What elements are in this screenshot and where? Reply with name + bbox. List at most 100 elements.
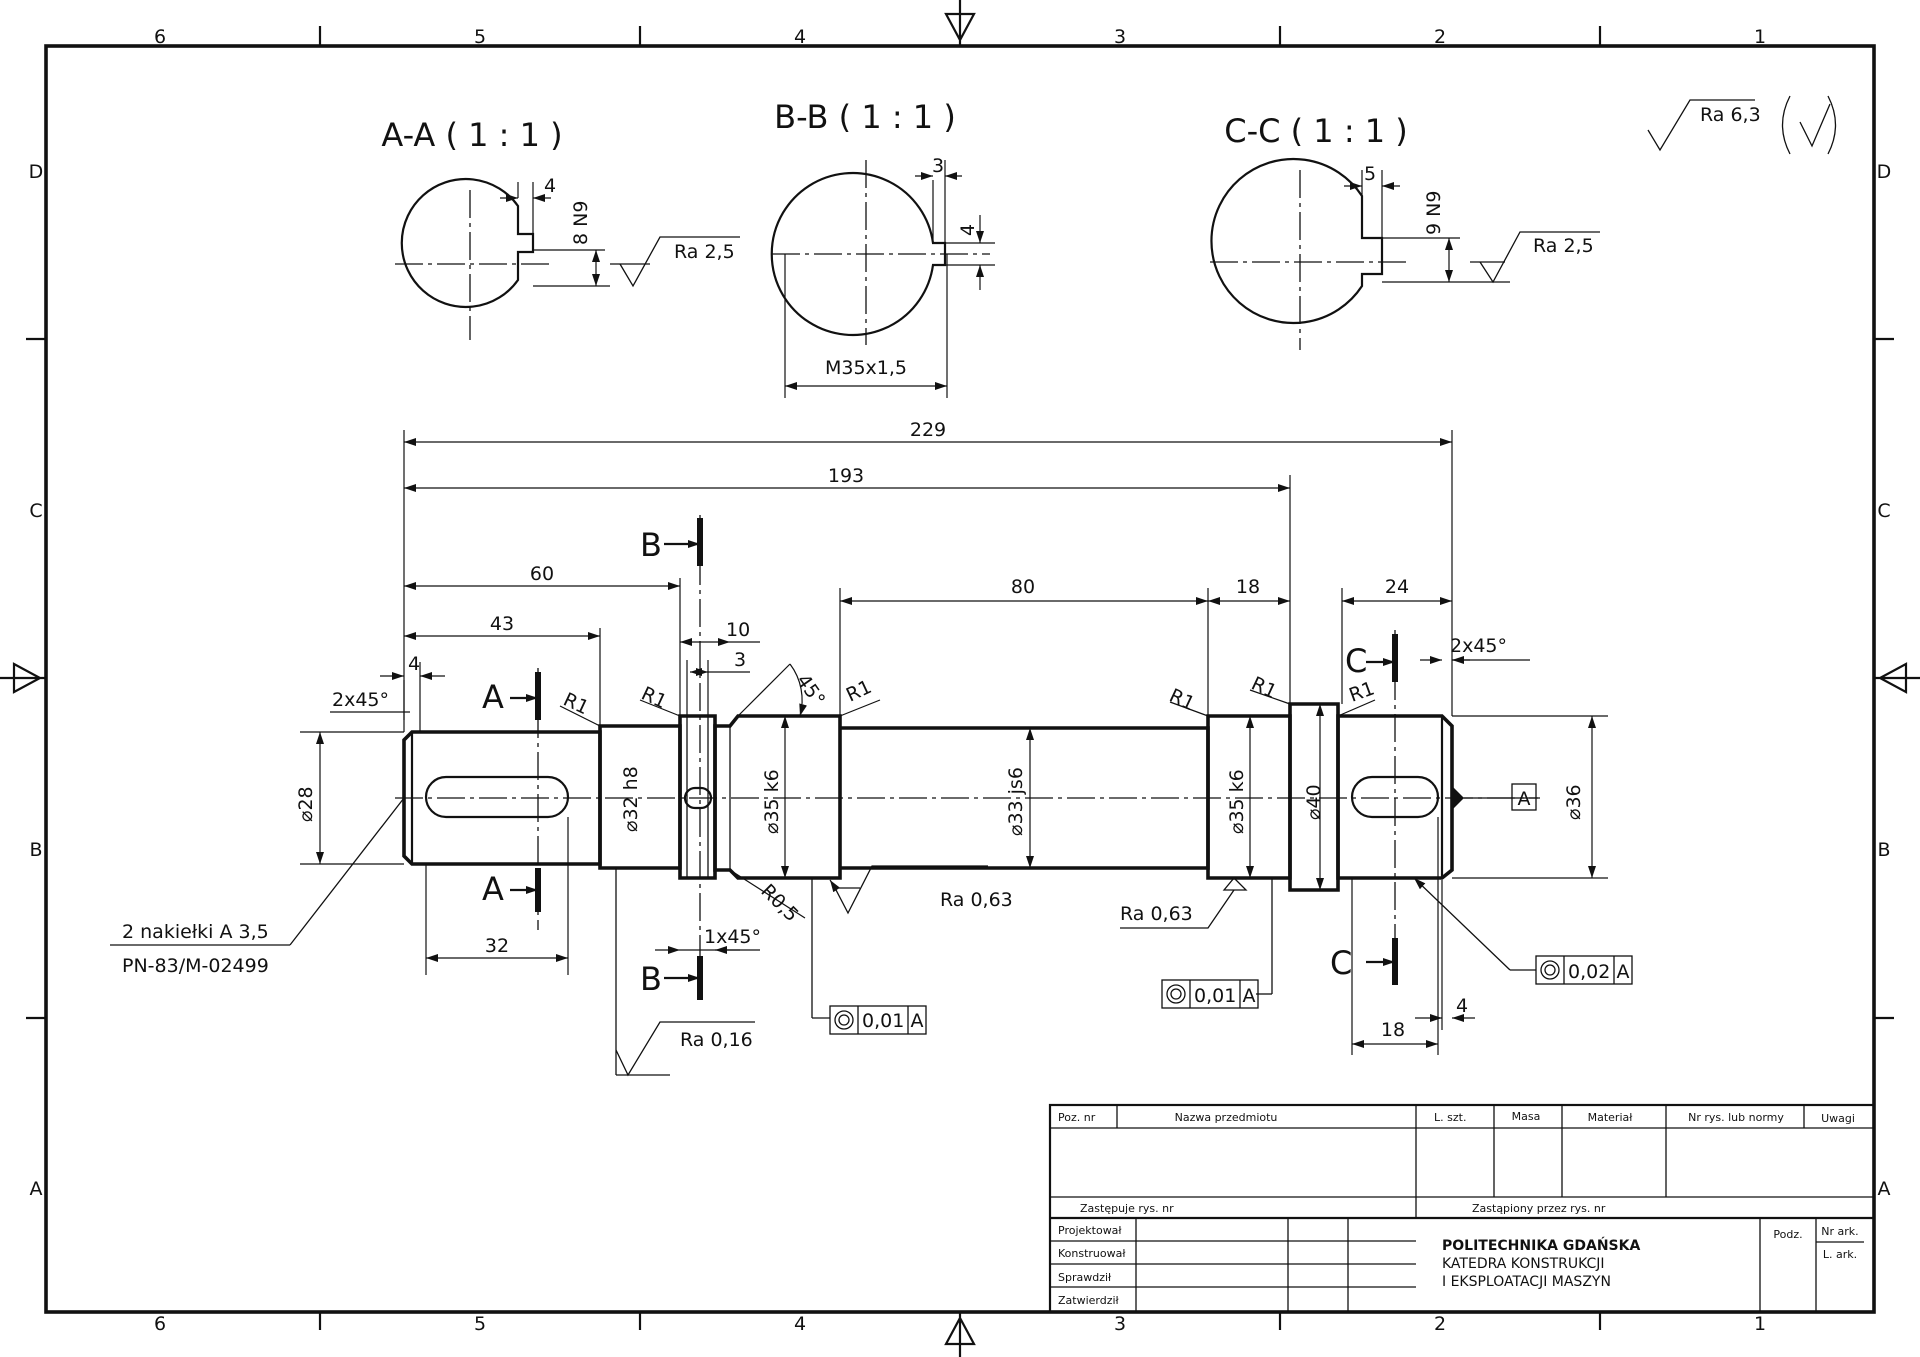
grid-row-d-right: D bbox=[1877, 161, 1892, 183]
tb-department-2: I EKSPLOATACJI MASZYN bbox=[1442, 1274, 1611, 1290]
dia-40: ⌀40 bbox=[1303, 784, 1325, 820]
dim-18-bottom: 18 bbox=[1381, 1019, 1405, 1041]
tb-nr-ark: Nr ark. bbox=[1821, 1225, 1858, 1238]
section-a-a-title: A-A ( 1 : 1 ) bbox=[381, 116, 562, 154]
dim-18: 18 bbox=[1236, 576, 1260, 598]
grid-col-3-bottom: 3 bbox=[1114, 1313, 1126, 1335]
geometric-tolerances: 0,01 A 0,01 A 0,02 A bbox=[811, 877, 1633, 1035]
section-mark-b-top: B bbox=[640, 526, 662, 564]
grid-row-b: B bbox=[29, 839, 42, 861]
tb-header-uwagi: Uwagi bbox=[1821, 1112, 1855, 1125]
dim-24: 24 bbox=[1385, 576, 1409, 598]
dim-32: 32 bbox=[485, 935, 509, 957]
dim-43: 43 bbox=[490, 613, 514, 635]
tb-header-masa: Masa bbox=[1512, 1110, 1541, 1123]
b-b-slot-depth: 4 bbox=[957, 224, 979, 236]
roughness-063-b: Ra 0,63 bbox=[1120, 903, 1193, 925]
tolerance-3-value: 0,02 bbox=[1568, 961, 1610, 983]
section-mark-a-bottom: A bbox=[482, 870, 504, 908]
tb-institution: POLITECHNIKA GDAŃSKA bbox=[1442, 1236, 1640, 1254]
tb-role-konstruowal: Konstruował bbox=[1058, 1247, 1126, 1260]
grid-row-c: C bbox=[29, 500, 42, 522]
grid-row-a-right: A bbox=[1878, 1178, 1891, 1200]
grid-col-6-bottom: 6 bbox=[154, 1313, 166, 1335]
tb-role-zatwierdzil: Zatwierdził bbox=[1058, 1294, 1120, 1307]
c-c-roughness: Ra 2,5 bbox=[1533, 235, 1594, 257]
b-b-slot-width: 3 bbox=[932, 155, 944, 177]
dim-3: 3 bbox=[734, 649, 746, 671]
grid-row-c-right: C bbox=[1877, 500, 1890, 522]
dia-28: ⌀28 bbox=[295, 786, 317, 822]
grid-row-a: A bbox=[30, 1178, 43, 1200]
dia-35-a: ⌀35 k6 bbox=[761, 769, 783, 834]
radius-05: R0,5 bbox=[756, 880, 802, 926]
dia-32: ⌀32 h8 bbox=[620, 766, 642, 832]
title-block: Poz. nr Nazwa przedmiotu L. szt. Masa Ma… bbox=[1048, 1103, 1876, 1314]
roughness-016: Ra 0,16 bbox=[680, 1029, 753, 1051]
radius-3: R1 bbox=[843, 676, 875, 707]
tb-header-material: Materiał bbox=[1588, 1111, 1634, 1124]
note-line-1: 2 nakiełki A 3,5 bbox=[122, 921, 269, 943]
tb-role-projektowal: Projektował bbox=[1058, 1224, 1122, 1237]
c-c-key-width: 5 bbox=[1364, 163, 1376, 185]
datum-a-label: A bbox=[1518, 788, 1531, 810]
tb-header-poz: Poz. nr bbox=[1058, 1111, 1096, 1124]
a-a-roughness: Ra 2,5 bbox=[674, 241, 735, 263]
grid-col-5: 5 bbox=[474, 26, 486, 48]
grid-col-1: 1 bbox=[1754, 26, 1766, 48]
tb-header-nazwa: Nazwa przedmiotu bbox=[1175, 1111, 1278, 1124]
section-mark-a-top: A bbox=[482, 678, 504, 716]
tb-role-sprawdzil: Sprawdził bbox=[1058, 1271, 1112, 1284]
tolerance-2-value: 0,01 bbox=[1194, 985, 1236, 1007]
a-a-key-depth: 8 N9 bbox=[570, 201, 592, 245]
chamfer-left: 2x45° bbox=[332, 689, 389, 711]
radius-6: R1 bbox=[1346, 677, 1377, 706]
dim-4-bottom: 4 bbox=[1456, 995, 1468, 1017]
dim-10: 10 bbox=[726, 619, 750, 641]
grid-col-1-bottom: 1 bbox=[1754, 1313, 1766, 1335]
grid-col-2: 2 bbox=[1434, 26, 1446, 48]
shaft-chamfers: 2x45° 2x45° 1x45° 45° bbox=[330, 635, 1530, 954]
grid-col-6: 6 bbox=[154, 26, 166, 48]
shaft-view: A A A B B C C bbox=[395, 515, 1540, 1000]
tolerance-3-datum: A bbox=[1617, 961, 1630, 983]
dim-4-left: 4 bbox=[408, 653, 420, 675]
tb-zastepuje: Zastępuje rys. nr bbox=[1080, 1202, 1174, 1215]
a-a-key-width: 4 bbox=[544, 175, 556, 197]
drawing-frame bbox=[26, 26, 1894, 1330]
dia-36: ⌀36 bbox=[1563, 784, 1585, 820]
section-c-c-title: C-C ( 1 : 1 ) bbox=[1224, 112, 1408, 150]
chamfer-right: 2x45° bbox=[1450, 635, 1507, 657]
dia-33: ⌀33 js6 bbox=[1005, 767, 1027, 836]
grid-row-d: D bbox=[29, 161, 44, 183]
section-mark-c-bottom: C bbox=[1330, 944, 1352, 982]
radius-1: R1 bbox=[560, 689, 592, 720]
tb-department-1: KATEDRA KONSTRUKCJI bbox=[1442, 1256, 1605, 1272]
shaft-diameters: ⌀28 ⌀32 h8 ⌀35 k6 ⌀33 js6 ⌀35 k6 ⌀40 ⌀36 bbox=[295, 704, 1608, 890]
tb-podz: Podz. bbox=[1773, 1228, 1802, 1241]
section-b-b-title: B-B ( 1 : 1 ) bbox=[774, 98, 956, 136]
tolerance-1-datum: A bbox=[911, 1010, 924, 1032]
dim-193: 193 bbox=[828, 465, 864, 487]
tolerance-1-value: 0,01 bbox=[862, 1010, 904, 1032]
section-a-a: A-A ( 1 : 1 ) 4 8 N9 Ra 2,5 bbox=[381, 116, 740, 340]
grid-labels: 6 5 4 3 2 1 6 5 4 3 2 1 D C B A D C B A bbox=[29, 26, 1892, 1335]
general-roughness-symbol: Ra 6,3 bbox=[1647, 95, 1837, 155]
section-b-b: B-B ( 1 : 1 ) 3 4 M35x1,5 bbox=[770, 98, 995, 398]
tolerance-2-datum: A bbox=[1243, 985, 1256, 1007]
grid-col-4-bottom: 4 bbox=[794, 1313, 806, 1335]
section-c-c: C-C ( 1 : 1 ) 5 9 N9 Ra 2,5 bbox=[1210, 112, 1600, 350]
grid-col-2-bottom: 2 bbox=[1434, 1313, 1446, 1335]
roughness-063-a: Ra 0,63 bbox=[940, 889, 1013, 911]
tb-l-ark: L. ark. bbox=[1823, 1248, 1857, 1261]
dim-60: 60 bbox=[530, 563, 554, 585]
c-c-key-depth: 9 N9 bbox=[1423, 191, 1445, 235]
center-hole-note: 2 nakiełki A 3,5 PN-83/M-02499 bbox=[110, 797, 405, 977]
tb-header-norm: Nr rys. lub normy bbox=[1688, 1111, 1784, 1124]
shaft-roughness: Ra 0,63 Ra 0,63 Ra 0,16 bbox=[615, 865, 1248, 1077]
section-mark-c-top: C bbox=[1345, 642, 1367, 680]
chamfer-groove: 1x45° bbox=[704, 926, 761, 948]
grid-col-3: 3 bbox=[1114, 26, 1126, 48]
